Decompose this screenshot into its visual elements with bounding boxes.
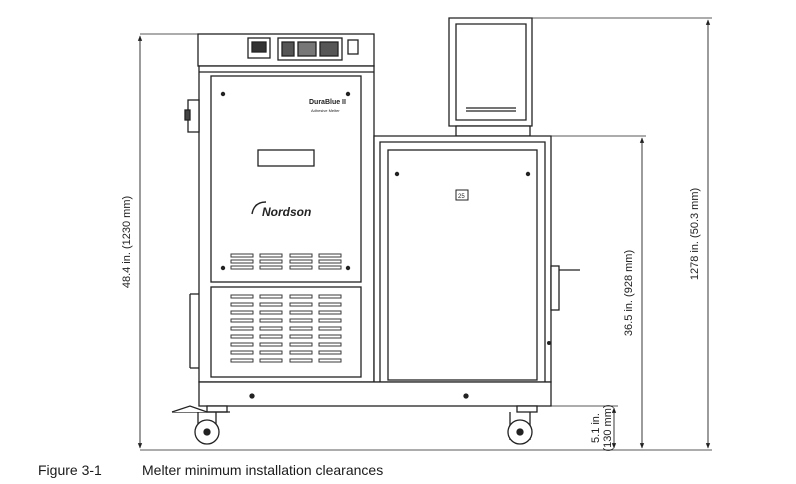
product-subtitle-label: Adhesive Melter bbox=[311, 108, 340, 113]
hopper-badge bbox=[455, 189, 469, 201]
hopper-badge-label: 25 bbox=[458, 194, 465, 200]
upper-vents bbox=[230, 253, 342, 270]
base-frame bbox=[198, 381, 552, 413]
product-name-label: DuraBlue II bbox=[309, 99, 346, 106]
dim-hopper-height: 36.5 in. (928 mm) bbox=[623, 250, 635, 336]
brand-label: Nordson bbox=[262, 205, 311, 219]
panel-screws bbox=[220, 91, 351, 271]
dim-overall-height: 48.4 in. (1230 mm) bbox=[121, 196, 133, 288]
dim-clearance-line1: 5.1 in. bbox=[590, 413, 602, 443]
dimension-arrows bbox=[137, 19, 711, 449]
dim-total-height-right: 1278 in. (50.3 mm) bbox=[689, 188, 701, 280]
hopper-lid bbox=[448, 17, 533, 137]
lower-vents bbox=[230, 294, 342, 363]
dim-clearance-line2: (130 mm) bbox=[602, 404, 614, 451]
extension-lines bbox=[140, 17, 712, 451]
left-caster bbox=[171, 405, 230, 445]
right-caster bbox=[507, 412, 533, 445]
hopper-screws bbox=[394, 171, 551, 345]
figure-caption: Melter minimum installation clearances bbox=[142, 462, 384, 478]
figure-number: Figure 3-1 bbox=[38, 462, 102, 478]
nordson-logo: Nordson bbox=[251, 201, 311, 219]
melter-cabinet bbox=[184, 33, 375, 383]
hopper-body bbox=[373, 135, 580, 383]
